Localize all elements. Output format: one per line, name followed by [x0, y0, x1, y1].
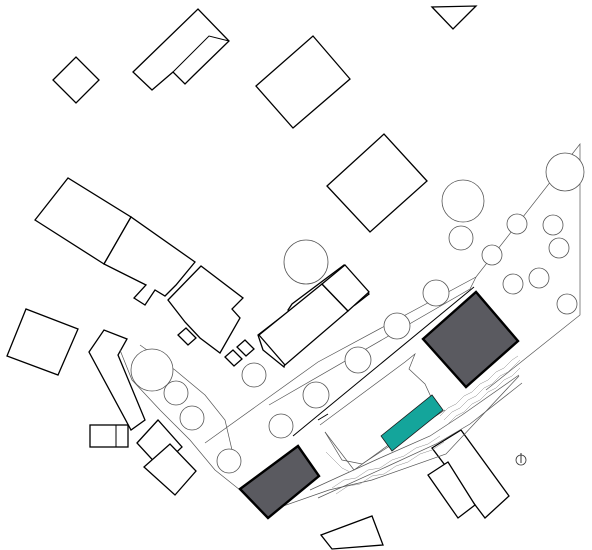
- building-center-south-annex: [321, 264, 370, 312]
- tree: [548, 237, 570, 259]
- tree: [556, 293, 578, 315]
- building-long-terrace-east: [167, 265, 244, 354]
- tree: [241, 362, 267, 388]
- tree: [422, 279, 450, 307]
- building-small-west-box: [89, 424, 129, 448]
- south-path-line-2: [317, 382, 523, 499]
- swimming-pool: [380, 394, 444, 452]
- tree: [502, 273, 524, 295]
- building-south-edge: [319, 515, 384, 550]
- building-small-square-north: [52, 56, 100, 104]
- tree: [506, 213, 528, 235]
- north-arrow-icon: [515, 453, 527, 466]
- tree: [528, 267, 550, 289]
- tree: [545, 152, 585, 192]
- building-small-annex-1: [177, 327, 197, 346]
- tree: [268, 413, 294, 439]
- tree: [283, 239, 329, 285]
- building-l-shape-inner-line: [172, 35, 230, 73]
- site-boundary-north: [204, 142, 581, 444]
- tree: [448, 225, 474, 251]
- short-wall: [317, 413, 329, 421]
- trees: [130, 152, 585, 474]
- building-square-west: [6, 308, 79, 376]
- tree: [130, 348, 174, 392]
- building-small-west-strip: [88, 329, 146, 431]
- path-west-curve: [119, 349, 241, 491]
- retaining-wall: [292, 286, 475, 437]
- tree: [481, 244, 503, 266]
- new-building-south-west: [238, 444, 321, 520]
- building-center-north: [255, 35, 351, 129]
- existing-buildings: [6, 5, 510, 550]
- tree: [179, 405, 205, 431]
- site-edge-south: [268, 375, 520, 512]
- new-building-north-east: [421, 290, 520, 389]
- building-southeast-annex: [427, 461, 476, 519]
- tree: [383, 312, 411, 340]
- site-boundary-inner: [268, 276, 477, 406]
- tree: [344, 346, 372, 374]
- bank-hatching: [325, 355, 521, 495]
- tree: [542, 214, 564, 236]
- building-small-annex-2: [236, 339, 255, 357]
- tree: [441, 179, 485, 223]
- building-l-shape-north: [132, 8, 230, 91]
- building-center: [326, 133, 428, 233]
- site-lines: [119, 142, 581, 512]
- tree: [163, 380, 189, 406]
- new-buildings: [238, 290, 520, 520]
- tree: [216, 448, 242, 474]
- building-small-annex-3: [224, 349, 243, 367]
- south-path-line: [309, 374, 520, 491]
- building-top-right-corner: [430, 5, 478, 30]
- building-southwest-pair-b: [143, 443, 197, 496]
- tree: [302, 381, 330, 409]
- building-long-terrace-mid: [103, 216, 196, 306]
